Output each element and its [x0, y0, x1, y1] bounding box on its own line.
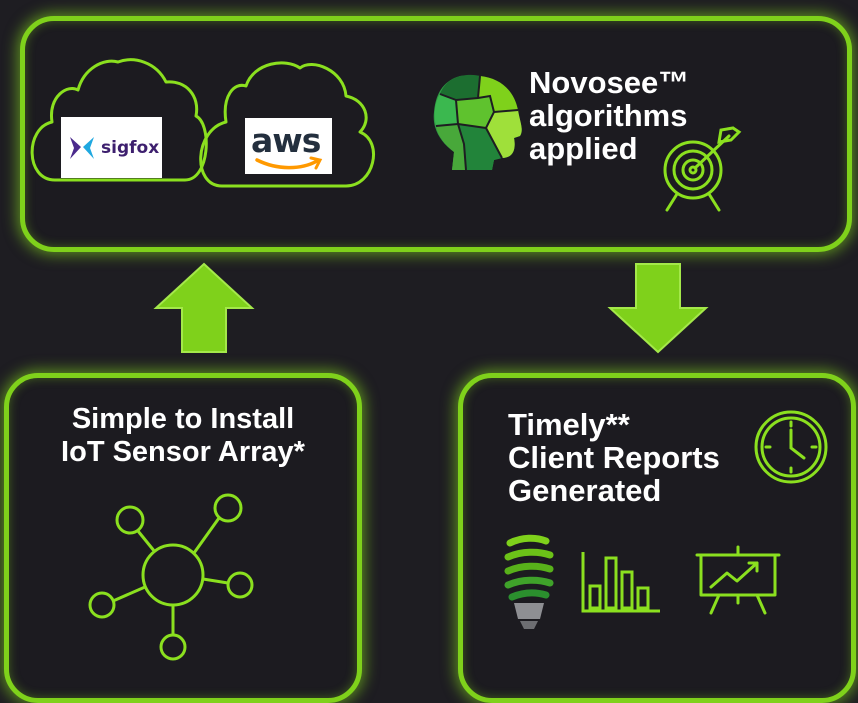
reports-line-1: Timely**: [508, 407, 630, 442]
sigfox-logo: sigfox: [61, 117, 162, 178]
reports-line-2: Client Reports: [508, 440, 720, 475]
algorithm-line-2: algorithms: [529, 98, 688, 133]
algorithm-line-1: Novosee™: [529, 65, 690, 100]
sensor-network-icon: [88, 493, 254, 661]
algorithm-line-3: applied: [529, 131, 638, 166]
arrow-down-icon: [607, 263, 709, 354]
amazon-smile-icon: [255, 156, 323, 170]
aws-logo-text: aws: [251, 121, 321, 160]
algorithms-applied-text: Novosee™ algorithms applied: [529, 66, 689, 165]
target-arrow-icon: [663, 126, 742, 212]
puzzle-head-icon: [433, 74, 522, 171]
arrow-up-icon: [153, 262, 255, 353]
install-line-1: Simple to Install: [71, 403, 295, 435]
sensor-array-text: Simple to Install IoT Sensor Array*: [4, 403, 362, 469]
reports-line-3: Generated: [508, 473, 662, 508]
sigfox-logo-text: sigfox: [101, 138, 160, 158]
bar-chart-icon: [581, 552, 660, 613]
clock-icon: [754, 410, 828, 484]
lightbulb-icon: [504, 534, 554, 629]
aws-logo: aws: [245, 118, 332, 174]
presentation-board-icon: [695, 545, 781, 615]
install-line-2: IoT Sensor Array*: [61, 436, 305, 468]
cloud-outline-icon: [30, 58, 375, 188]
butterfly-icon: [70, 137, 94, 159]
client-reports-text: Timely** Client Reports Generated: [508, 408, 720, 507]
